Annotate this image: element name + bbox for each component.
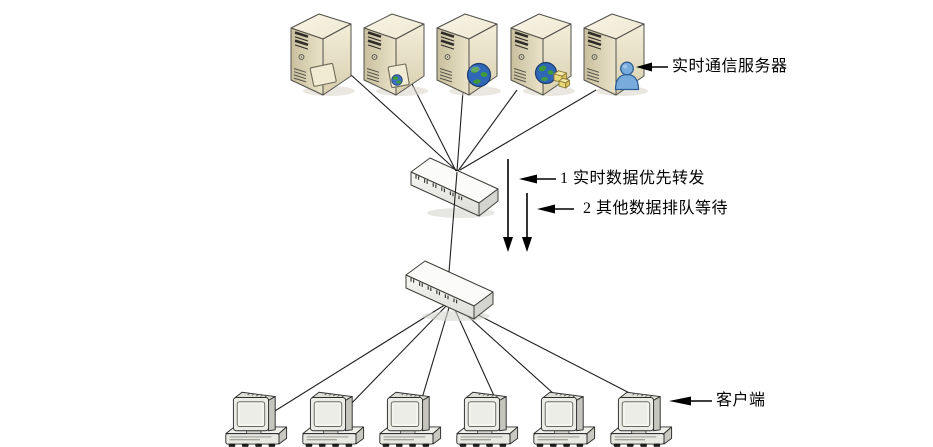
arrowhead-left-icon — [519, 174, 537, 184]
user-icon — [614, 61, 640, 91]
globe-package-icon — [534, 61, 570, 89]
globe-icon — [466, 62, 492, 88]
computer-icon — [533, 391, 596, 447]
flow-priority-label: 1 实时数据优先转发 — [560, 170, 706, 187]
flow-label-pointer-1 — [519, 174, 556, 184]
uplink-line — [459, 89, 597, 171]
server-tower-icon — [435, 12, 503, 98]
arrowhead-left-icon — [537, 204, 555, 214]
uplink-line — [456, 90, 464, 172]
client-node-5 — [533, 391, 596, 447]
arrowhead-left-icon — [669, 396, 691, 406]
client-node-3 — [379, 391, 442, 447]
document-card-icon — [309, 62, 337, 87]
uplink-line — [349, 73, 458, 172]
client-label: 客户端 — [716, 392, 766, 409]
client-node-4 — [456, 391, 519, 447]
client-node-1 — [225, 391, 288, 447]
uplink-lines — [349, 73, 597, 172]
document-card-globe-icon — [387, 63, 410, 88]
arrowhead-left-icon — [636, 62, 652, 72]
server-node-2 — [362, 12, 430, 98]
downlink-line — [269, 300, 452, 415]
server-node-4 — [509, 12, 577, 98]
computer-icon — [610, 391, 673, 447]
flow-arrow-priority — [503, 159, 513, 252]
flow-arrow-queue — [522, 193, 532, 252]
realtime-server-label: 实时通信服务器 — [672, 58, 788, 75]
arrowhead-down-icon — [503, 237, 513, 252]
server-label-pointer — [636, 62, 668, 72]
uplink-line — [410, 81, 457, 172]
server-node-5 — [582, 12, 650, 98]
server-node-3 — [435, 12, 503, 98]
computer-icon — [456, 391, 519, 447]
flow-queue-label: 2 其他数据排队等待 — [583, 200, 729, 217]
inter-switch-line — [448, 171, 458, 273]
computer-icon — [225, 391, 288, 447]
client-label-pointer — [669, 396, 712, 406]
computer-icon — [379, 391, 442, 447]
server-node-1 — [289, 12, 357, 98]
flow-label-pointer-2 — [537, 204, 574, 214]
uplink-line — [457, 89, 518, 172]
arrowhead-down-icon — [522, 237, 532, 252]
client-node-6 — [610, 391, 673, 447]
